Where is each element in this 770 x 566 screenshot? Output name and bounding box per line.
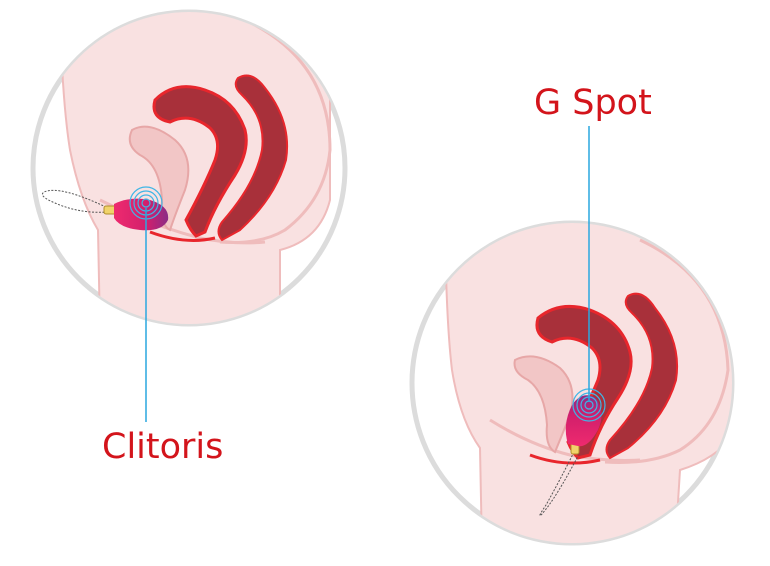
- g-spot-label: G Spot: [534, 83, 652, 123]
- anatomy-circle-clitoris: [30, 9, 348, 327]
- string-loop: [41, 189, 109, 213]
- back-contour: [219, 18, 332, 244]
- string-loop: [539, 451, 579, 517]
- body-silhouette: [443, 223, 732, 543]
- bladder-shape: [128, 125, 190, 232]
- rectum-shape: [605, 292, 679, 460]
- rectum-shape: [217, 74, 289, 242]
- uterus-shape: [152, 85, 248, 238]
- anatomy-circle-g-spot: [409, 220, 735, 546]
- clitoris-label: Clitoris: [102, 427, 224, 467]
